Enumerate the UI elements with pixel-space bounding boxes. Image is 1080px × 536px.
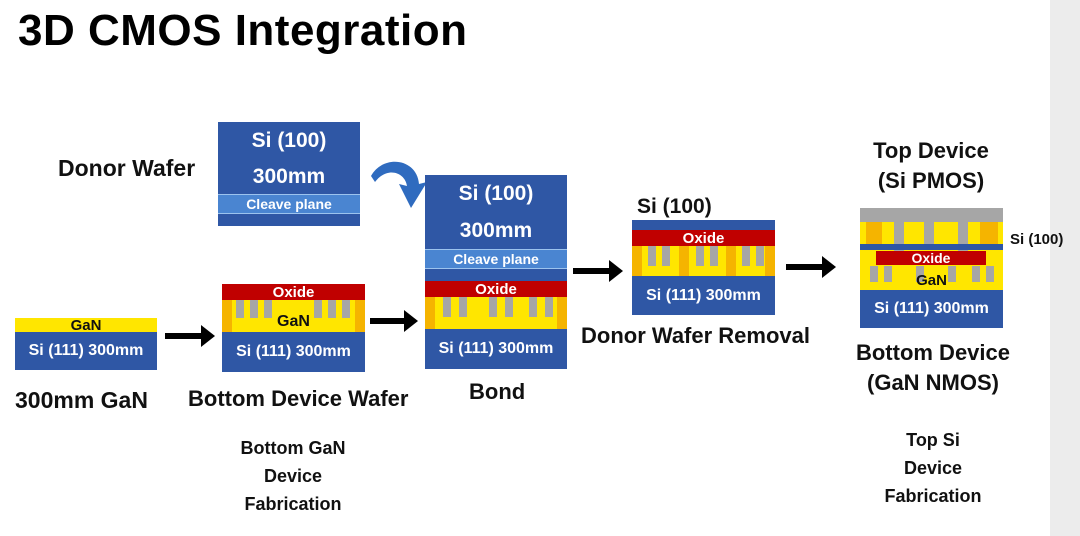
donor-layer-300mm: 300mm (252, 165, 326, 188)
bond-300mm: 300mm (425, 213, 567, 249)
bond-si111: Si (111) 300mm (425, 329, 567, 369)
gan-wafer-stack: GaN Si (111) 300mm (15, 317, 157, 370)
arrow-1-icon (165, 325, 215, 347)
label-bottom-device-wafer: Bottom Device Wafer (188, 386, 409, 411)
bdw-device-layer: GaN (222, 300, 365, 332)
page-title: 3D CMOS Integration (18, 6, 468, 55)
side-strip (1050, 0, 1080, 536)
bdw-oxide: Oxide (222, 284, 365, 301)
removal-stack: Oxide Si (111) 300mm (632, 220, 775, 315)
bond-device-layer (425, 297, 567, 329)
step-bottom-fabrication: Bottom GaN Device Fabrication (240, 438, 346, 514)
label-si100-top: Si (100) (637, 195, 712, 218)
label-bottom-device: Bottom Device (GaN NMOS) (855, 340, 1011, 395)
bond-stack: Si (100) 300mm Cleave plane Oxide Si (11… (425, 175, 567, 369)
bottom-device-wafer-stack: Oxide GaN Si (111) 300mm (222, 284, 365, 372)
bond-cleave-plane: Cleave plane (425, 249, 567, 269)
donor-cleave-plane: Cleave plane (218, 194, 360, 214)
removal-si111: Si (111) 300mm (632, 276, 775, 315)
gan-layer: GaN (15, 317, 157, 334)
final-gan: GaN (916, 271, 947, 289)
bond-si100: Si (100) (425, 175, 567, 213)
gan-wafer-si111: Si (111) 300mm (15, 332, 157, 370)
final-si111: Si (111) 300mm (860, 290, 1003, 328)
removal-oxide: Oxide (632, 230, 775, 247)
step-top-fabrication: Top Si Device Fabrication (884, 430, 982, 506)
label-donor-wafer-removal: Donor Wafer Removal (581, 323, 811, 348)
bdw-gan-label: GaN (277, 313, 310, 330)
arrow-2-icon (370, 310, 418, 332)
final-oxide: Oxide (876, 250, 986, 266)
label-donor-wafer: Donor Wafer (58, 155, 196, 181)
label-bond: Bond (469, 379, 526, 404)
label-top-device: Top Device (Si PMOS) (873, 138, 989, 193)
label-si100-side: Si (100) (1010, 231, 1064, 248)
final-stack: Oxide GaN Si (111) 300mm (860, 208, 1003, 328)
removal-device-layer (632, 246, 775, 276)
label-300mm-gan: 300mm GaN (15, 387, 148, 413)
flip-arrow-icon (371, 161, 427, 208)
bond-oxide: Oxide (425, 281, 567, 298)
donor-wafer-stack: Si (100) 300mm Cleave plane (218, 122, 360, 226)
donor-layer-si100: Si (100) (251, 129, 327, 152)
bdw-si111: Si (111) 300mm (222, 332, 365, 372)
arrow-4-icon (786, 256, 836, 278)
arrow-3-icon (573, 260, 623, 282)
